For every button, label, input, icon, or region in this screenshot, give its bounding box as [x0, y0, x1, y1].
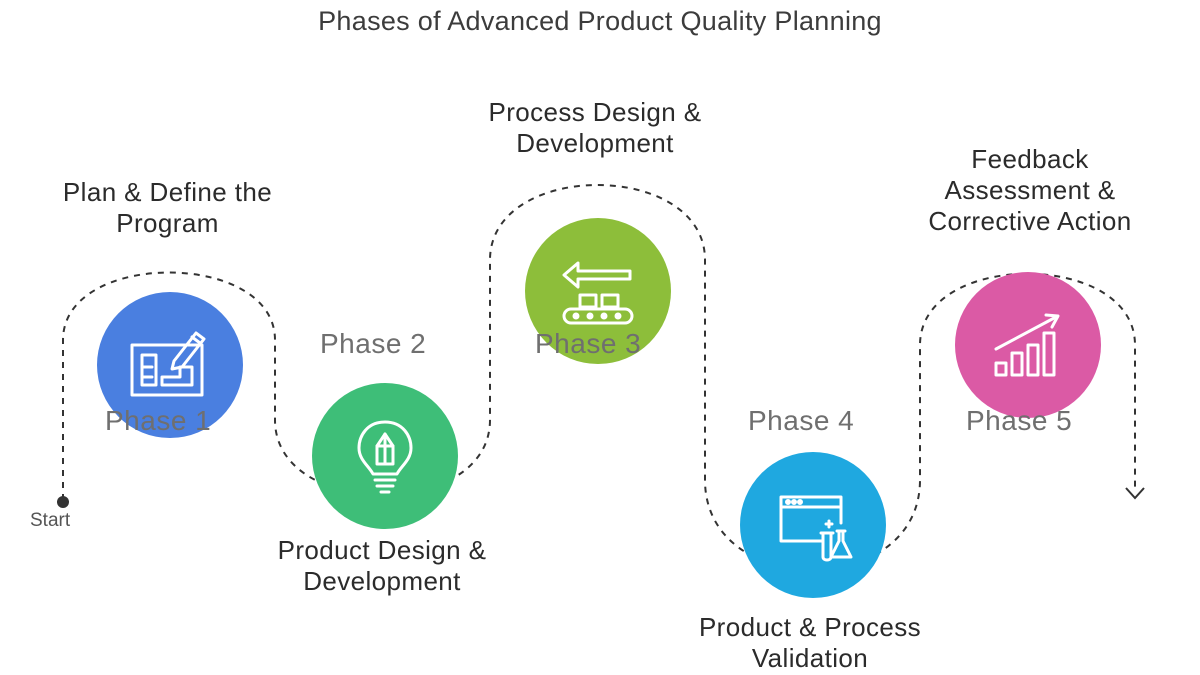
start-label: Start: [30, 510, 71, 531]
phase-2-description: Product Design & Development: [277, 535, 487, 596]
phase-2-circle: [312, 383, 458, 529]
end-arrow-icon: [1125, 487, 1145, 500]
phase-1-circle: [97, 292, 243, 438]
phase-5-circle: [955, 272, 1101, 418]
diagram-title: Phases of Advanced Product Quality Plann…: [318, 6, 882, 36]
phase-4-circle: [740, 452, 886, 598]
lightbulb-pencil-icon: [357, 420, 413, 494]
phase-1-description: Plan & Define the Program: [62, 177, 273, 238]
growth-chart-icon: [994, 313, 1060, 377]
phase-5-label: Phase 5: [966, 405, 1073, 436]
phase-3-circle: [525, 218, 671, 364]
phase-3-label: Phase 3: [535, 328, 642, 359]
phase-4-description: Product & Process Validation: [698, 612, 922, 673]
conveyor-belt-icon: [562, 261, 634, 325]
blueprint-pencil-icon: [130, 331, 206, 397]
phase-3-description: Process Design & Development: [488, 97, 702, 158]
phase-2-label: Phase 2: [320, 328, 427, 359]
browser-lab-flask-icon: [779, 495, 853, 562]
start-dot: [57, 496, 69, 508]
phase-1-label: Phase 1: [105, 405, 212, 436]
phase-4-label: Phase 4: [748, 405, 855, 436]
phase-5-description: Feedback Assessment & Corrective Action: [928, 144, 1132, 236]
